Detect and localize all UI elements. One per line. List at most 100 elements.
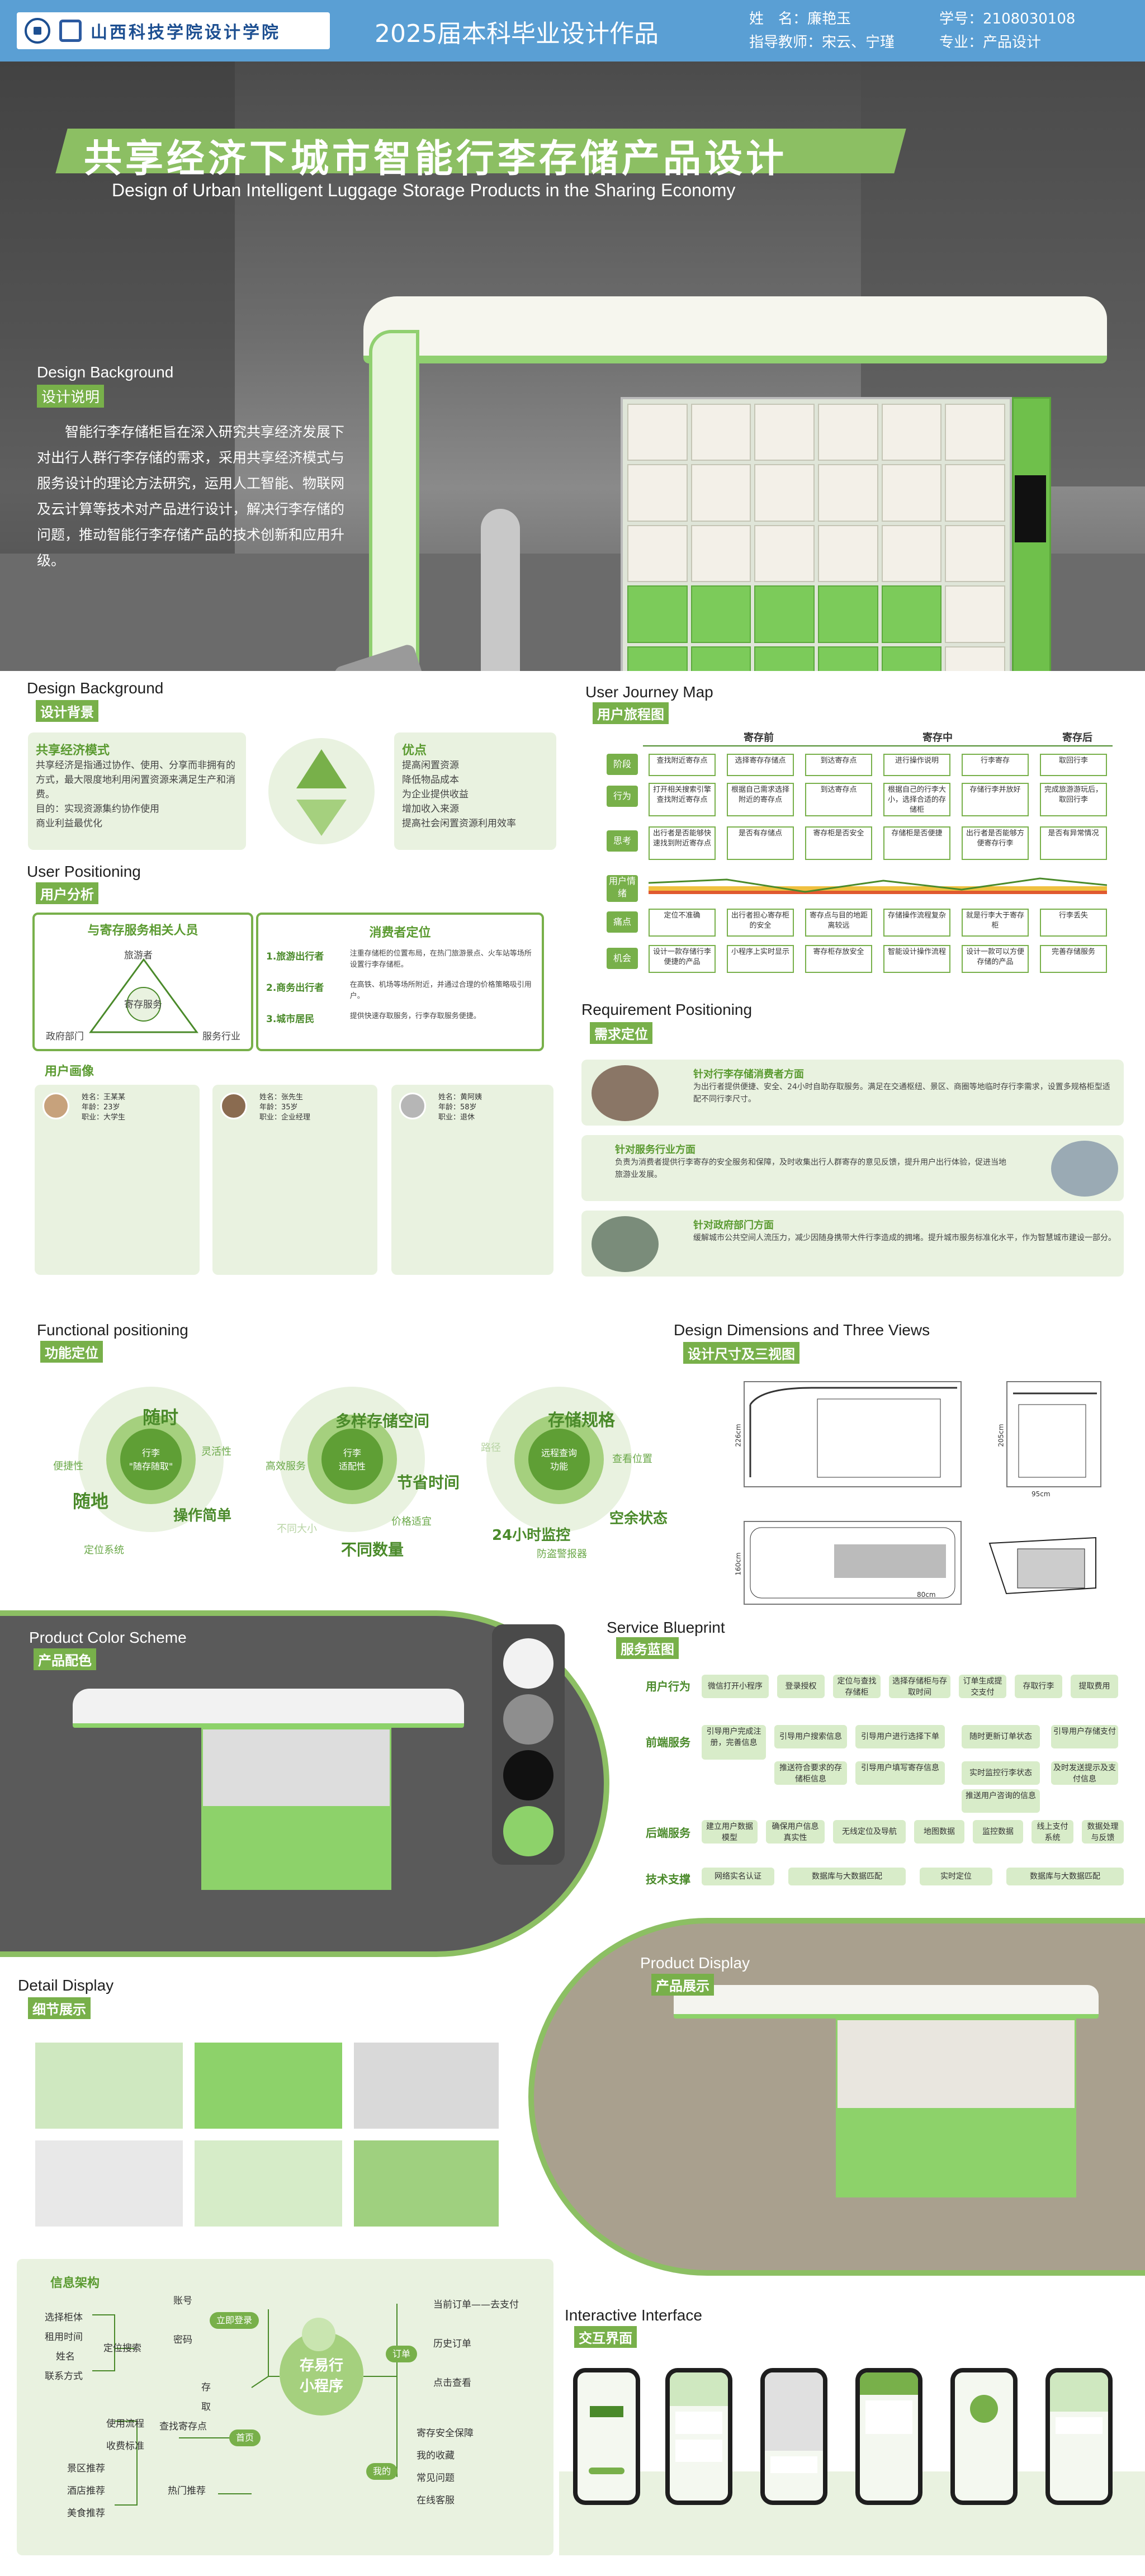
color-title-en: Product Color Scheme [29,1629,187,1646]
journey-title-en: User Journey Map [585,683,713,701]
poster-title: 共享经济下城市智能行李存储产品设计 [84,137,788,181]
school-name: 山西科技学院设计学院 [91,23,281,42]
feature-word: 多样存储空间 [335,1412,430,1430]
feature-word: 防盗警报器 [537,1548,587,1560]
blueprint-step: 引导用户进行选择下单 [855,1725,945,1748]
advisor-row: 指导教师：宋云、宁瑾 [749,34,895,51]
journey-cell: 存储操作流程复杂 [883,909,950,937]
journey-row-label: 用户情绪 [607,875,638,902]
detail-title-zh: 细节展示 [28,1997,91,2019]
header-bar: 山西科技学院设计学院 2025届本科毕业设计作品 姓 名：廉艳玉 指导教师：宋云… [0,0,1145,62]
blueprint-step: 定位与查找存储柜 [833,1675,881,1698]
blueprint-lane: 技术支撑 [646,1873,690,1886]
blueprint-step: 引导用户搜索信息 [774,1725,847,1748]
front-view [744,1381,962,1487]
persona-card-3: 姓名：黄阿姨年龄：58岁职业：退休 [391,1085,553,1275]
blueprint-lane: 前端服务 [646,1736,690,1749]
feature-word: 随时 [143,1407,179,1428]
service-photo [1051,1141,1118,1197]
journey-cell: 设计一款可以方便存储的产品 [962,945,1029,973]
blueprint-step: 选择存储柜与存取时间 [889,1675,950,1698]
blueprint-step: 及时发送提示及支付信息 [1051,1761,1118,1785]
journey-cell: 到达寄存点 [805,783,872,816]
feature-word: 24小时监控 [492,1527,571,1544]
blueprint-step: 监控数据 [973,1820,1023,1844]
blueprint-step: 引导用户完成注册，完善信息 [702,1725,766,1760]
blueprint-step: 存取行李 [1015,1675,1062,1698]
blueprint-step: 建立用户数据模型 [702,1820,758,1844]
ia-tag-mine: 我的 [366,2463,398,2480]
feature-word: 便捷性 [53,1460,83,1472]
ia-title: 信息架构 [50,2276,100,2290]
journey-cell: 是否有存储点 [727,826,794,860]
blueprint-step: 网络实名认证 [702,1868,774,1885]
top-view [744,1521,962,1605]
requirement-consumer: 针对行李存储消费者方面为出行者提供便捷、安全、24小时自助存取服务。满足在交通枢… [581,1060,1124,1126]
blueprint-step: 无线定位及导航 [833,1820,906,1844]
feature-word: 高效服务 [266,1460,306,1472]
intro-heading-zh: 设计说明 [37,385,105,408]
consumer-card: 消费者定位 1.旅游出行者注重存储柜的位置布局，在热门旅游景点、火车站等场所设置… [256,913,544,1051]
positioning-title-en: User Positioning [27,863,141,880]
journey-cell: 完善存储服务 [1040,945,1107,973]
ia-tag-orders: 订单 [386,2346,418,2362]
blueprint-step: 地图数据 [914,1820,964,1844]
recycle-icon [263,732,380,850]
blueprint-step: 提取费用 [1071,1675,1118,1698]
feature-word: 路径 [481,1442,501,1454]
feature-word: 不同数量 [341,1540,404,1559]
journey-row-label: 痛点 [607,911,638,933]
render-roof [73,1689,464,1728]
intro-heading-en: Design Background [37,363,174,381]
journey-cell: 行李丢失 [1040,909,1107,937]
journey-stage-header: 寄存前 寄存中 寄存后 [643,730,1113,746]
side-view [1006,1381,1101,1487]
dimension-label: 226cm [734,1424,742,1447]
stakeholder-card: 与寄存服务相关人员 旅游者 政府部门 寄存服务 服务行业 [32,913,253,1051]
blueprint-step: 实时定位 [920,1868,992,1885]
locker-grid [621,397,1012,671]
persona-card-1: 姓名：王某某年龄：23岁职业：大学生 [35,1085,200,1275]
journey-cell: 是否有异常情况 [1040,826,1107,860]
journey-cell: 存储柜是否便捷 [883,826,950,860]
blueprint-step: 实时监控行李状态 [962,1761,1040,1785]
dimension-label: 80cm [917,1591,936,1599]
blueprint-step: 数据处理与反馈 [1082,1820,1124,1844]
advantages-card: 优点 提高闲置资源 降低物品成本 为企业提供收益 增加收入来源 提高社会闲置资源… [394,732,556,850]
dimensions-title-en: Design Dimensions and Three Views [674,1321,930,1339]
interface-title-zh: 交互界面 [574,2326,637,2348]
avatar [399,1093,426,1119]
blueprint-step: 确保用户信息真实性 [766,1820,825,1844]
shelter-roof [363,296,1107,363]
dimensions-title-zh: 设计尺寸及三视图 [683,1342,799,1364]
journey-cell: 完成旅游游玩后，取回行李 [1040,783,1107,816]
phone-screen-home [665,2368,732,2505]
phone-screen-login [573,2368,640,2505]
intro-text: 智能行李存储柜旨在深入研究共享经济发展下对出行人群行李存储的需求，采用共享经济模… [37,424,345,569]
requirement-government: 针对政府部门方面缓解城市公共空间人流压力，减少因随身携带大件行李造成的拥堵。提升… [581,1211,1124,1277]
journey-cell: 出行者担心寄存柜的安全 [727,909,794,937]
ia-panel [17,2259,553,2555]
blueprint-step: 登录授权 [777,1675,825,1698]
traveler-figure [481,509,520,671]
journey-cell: 根据自己的行李大小，选择合适的存储柜 [883,783,950,816]
journey-cell: 进行操作说明 [883,754,950,776]
phone-screen-profile [1045,2368,1113,2505]
journey-cell: 寄存柜存放安全 [805,945,872,973]
journey-cell: 存储行李并放好 [962,783,1029,816]
feature-word: 节省时间 [397,1473,460,1492]
product-title-zh: 产品展示 [651,1974,714,1996]
government-photo [592,1216,659,1272]
phone-screen-order [950,2368,1018,2505]
detail-photo-5 [193,2139,344,2228]
background-title-en: Design Background [27,679,164,697]
dimension-label: 95cm [1032,1490,1051,1498]
journey-title-zh: 用户旅程图 [593,702,669,724]
panel-screen [1015,475,1046,542]
journey-cell: 定位不准确 [649,909,716,937]
journey-cell: 打开相关搜索引擎查找附近寄存点 [649,783,716,816]
feature-word: 空余状态 [609,1510,668,1527]
color-title-zh: 产品配色 [34,1648,96,1670]
detail-photo-3 [352,2041,500,2130]
avatar [220,1093,247,1119]
